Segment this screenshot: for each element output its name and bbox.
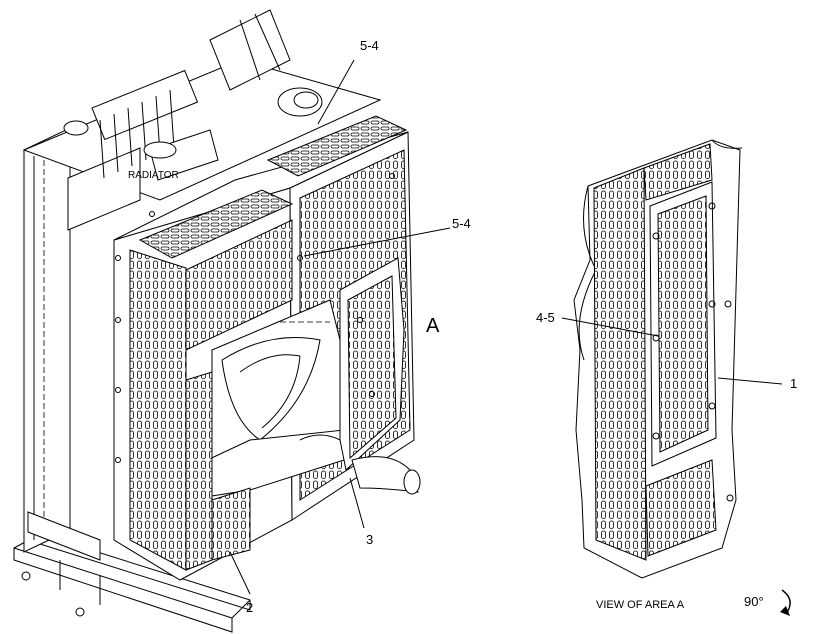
callout-4-5: 4-5 (536, 310, 555, 325)
leader-lines (229, 59, 783, 595)
view-caption: VIEW OF AREA A (596, 599, 685, 611)
callout-3: 3 (366, 532, 373, 547)
side-tank (23, 127, 101, 561)
cover-plate (339, 257, 405, 471)
callout-5-4-mid: 5-4 (452, 216, 471, 231)
lower-hose (299, 434, 421, 495)
area-a-label: A (426, 315, 440, 337)
radiator-label: RADIATOR (128, 170, 179, 181)
detail-view-a (573, 139, 743, 579)
rotation-label: 90° (744, 594, 764, 609)
callout-5-4-top: 5-4 (360, 38, 379, 53)
curved-arrow-icon (780, 589, 791, 616)
top-tank (22, 9, 382, 231)
radiator-assembly (13, 9, 421, 633)
callout-2: 2 (246, 600, 253, 615)
callout-1: 1 (790, 376, 797, 391)
